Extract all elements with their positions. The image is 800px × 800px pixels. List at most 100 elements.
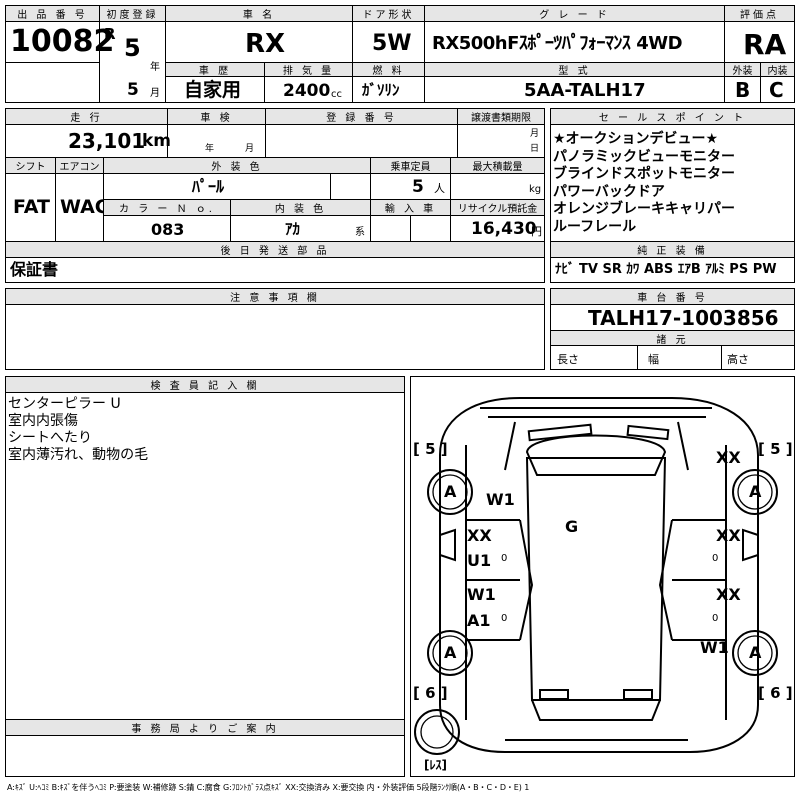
spec-width: 幅 — [648, 353, 659, 366]
inspection-header: 車 検 — [168, 109, 265, 124]
import-header: 輸 入 車 — [371, 200, 450, 215]
mileage: 23,101 — [68, 129, 146, 153]
sales-point: ★オークションデビュー★ — [553, 131, 719, 147]
wheel-rear-left — [427, 630, 473, 676]
fuel: ｶﾞｿﾘﾝ — [362, 81, 400, 99]
door-rl-mark-1: W1 — [467, 585, 496, 604]
aircon-header: エアコン — [56, 158, 103, 173]
wheel-front-left — [427, 469, 473, 515]
inspector-note: 室内内張傷 — [8, 413, 78, 429]
spare-tire-label: [ﾚｽ] — [424, 758, 447, 772]
reg-month: 5 — [127, 80, 139, 100]
equipment-item: TV — [579, 262, 598, 277]
transfer-month-unit: 月 — [530, 129, 540, 139]
int-color: ｱｶ — [285, 220, 301, 238]
model-code: 5AA-TALH17 — [524, 80, 646, 101]
equipment-item: SR — [602, 262, 622, 277]
grade: RX500hFｽﾎﾟｰﾂﾊﾟﾌｫｰﾏﾝｽ 4WD — [432, 33, 683, 54]
wheel-fr-mark: A — [749, 482, 762, 501]
sales-point: パワーバックドア — [553, 183, 665, 200]
office-header: 事 務 局 よ り ご 案 内 — [6, 720, 404, 735]
listing-no-header: 出 品 番 号 — [6, 6, 99, 21]
year-unit: 年 — [150, 62, 160, 73]
wheel-rl-mark: A — [444, 643, 457, 662]
listing-no: 10082 — [10, 24, 115, 59]
ext-color: ﾊﾟｰﾙ — [192, 177, 225, 196]
era: R — [104, 25, 116, 43]
inspector-notes: センターピラー U 室内内張傷 シートへたり 室内薄汚れ、動物の毛 — [8, 396, 148, 464]
displacement: 2400 — [283, 81, 331, 101]
equipment-item: ﾅﾋﾞ — [555, 262, 575, 277]
grade-header: グ レ ー ド — [425, 6, 724, 21]
windshield-outline — [525, 434, 667, 476]
bracket-front-right: [ 5 ] — [758, 440, 793, 458]
car-body-outline — [439, 397, 759, 753]
score-header: 評価点 — [725, 6, 794, 21]
pillar-rr-mark: 0 — [712, 613, 719, 624]
spec-length: 長さ — [557, 353, 579, 366]
capacity: 5 — [412, 177, 424, 197]
shift-header: シフト — [6, 158, 55, 173]
equipment-item: ｶﾜ — [626, 262, 640, 277]
bracket-rear-left: [ 6 ] — [413, 684, 448, 702]
door-type: 5W — [372, 31, 412, 56]
car-name-header: 車 名 — [166, 6, 352, 21]
bracket-front-left: [ 5 ] — [413, 440, 448, 458]
chassis-no: TALH17-1003856 — [588, 306, 779, 330]
exterior-header: 外装 — [725, 63, 760, 77]
wheel-fl-mark: A — [444, 482, 457, 501]
max-load-header: 最大積載量 — [451, 158, 544, 173]
later-parts: 保証書 — [10, 260, 59, 279]
sales-point: オレンジブレーキキャリパー — [553, 201, 735, 217]
equipment-header: 純 正 装 備 — [551, 242, 794, 257]
first-reg-header: 初度登録 — [100, 6, 165, 21]
equipment-item: ABS — [643, 262, 674, 277]
sales-points-list: ★オークションデビュー★ パノラミックビューモニター ブラインドスポットモニター… — [553, 131, 735, 236]
equipment-item: ｱﾙﾐ — [705, 262, 725, 277]
door-rr-mark: XX — [716, 585, 741, 604]
chassis-box — [550, 288, 795, 370]
transfer-day-unit: 日 — [530, 144, 540, 154]
rear-right-mark: W1 — [700, 638, 729, 657]
equipment-item: PS — [729, 262, 749, 277]
score: RA — [743, 28, 787, 61]
fuel-header: 燃 料 — [353, 63, 424, 77]
car-diagram-box — [410, 376, 795, 777]
door-fl-mark-2: U1 — [467, 551, 492, 570]
model-code-header: 型 式 — [425, 63, 724, 77]
car-name: RX — [245, 29, 286, 59]
equipment-item: PW — [752, 262, 777, 277]
reg-no-header: 登 録 番 号 — [266, 109, 457, 124]
wheel-rear-right — [732, 630, 778, 676]
equipment-item: ｴｱB — [677, 262, 701, 277]
transfer-header: 譲渡書類期限 — [458, 109, 544, 124]
inspector-box — [5, 376, 405, 777]
spare-tire — [414, 709, 460, 755]
reg-year: 5 — [124, 34, 141, 62]
wheel-rr-mark: A — [749, 643, 762, 662]
recycle-fee: 16,430 — [471, 219, 537, 239]
inspector-header: 検 査 員 記 入 欄 — [6, 377, 404, 392]
legend: A:ｷｽﾞ U:ﾍｺﾐ B:ｷｽﾞを伴うﾍｺﾐ P:要塗装 W:補修跡 S:錆 … — [7, 783, 530, 792]
header-grid — [5, 5, 795, 103]
capacity-header: 乗車定員 — [371, 158, 450, 173]
specs-header: 諸 元 — [551, 331, 794, 346]
pillar-rl-mark: 0 — [501, 613, 508, 624]
pillar-fr-mark: 0 — [712, 553, 719, 564]
recycle-unit: 円 — [531, 225, 542, 238]
insp-year-unit: 年 — [205, 144, 215, 154]
remarks-box — [5, 288, 545, 370]
sales-points-header: セ ー ル ス ポ イ ン ト — [551, 109, 794, 124]
sales-point: ルーフレール — [553, 218, 637, 235]
info-grid — [5, 108, 545, 283]
recycle-header: リサイクル預託金 — [451, 200, 544, 215]
int-color-header: 内 装 色 — [231, 200, 370, 215]
interior-header: 内装 — [761, 63, 794, 77]
mileage-header: 走 行 — [6, 109, 167, 124]
equipment-list: ﾅﾋﾞ TV SR ｶﾜ ABS ｴｱB ｱﾙﾐ PS PW — [555, 263, 777, 276]
bracket-rear-right: [ 6 ] — [758, 684, 793, 702]
insp-month-unit: 月 — [245, 144, 255, 154]
cc-unit: cc — [331, 89, 342, 100]
color-no-header: カ ラ ー Ｎ ｏ. — [104, 200, 230, 215]
